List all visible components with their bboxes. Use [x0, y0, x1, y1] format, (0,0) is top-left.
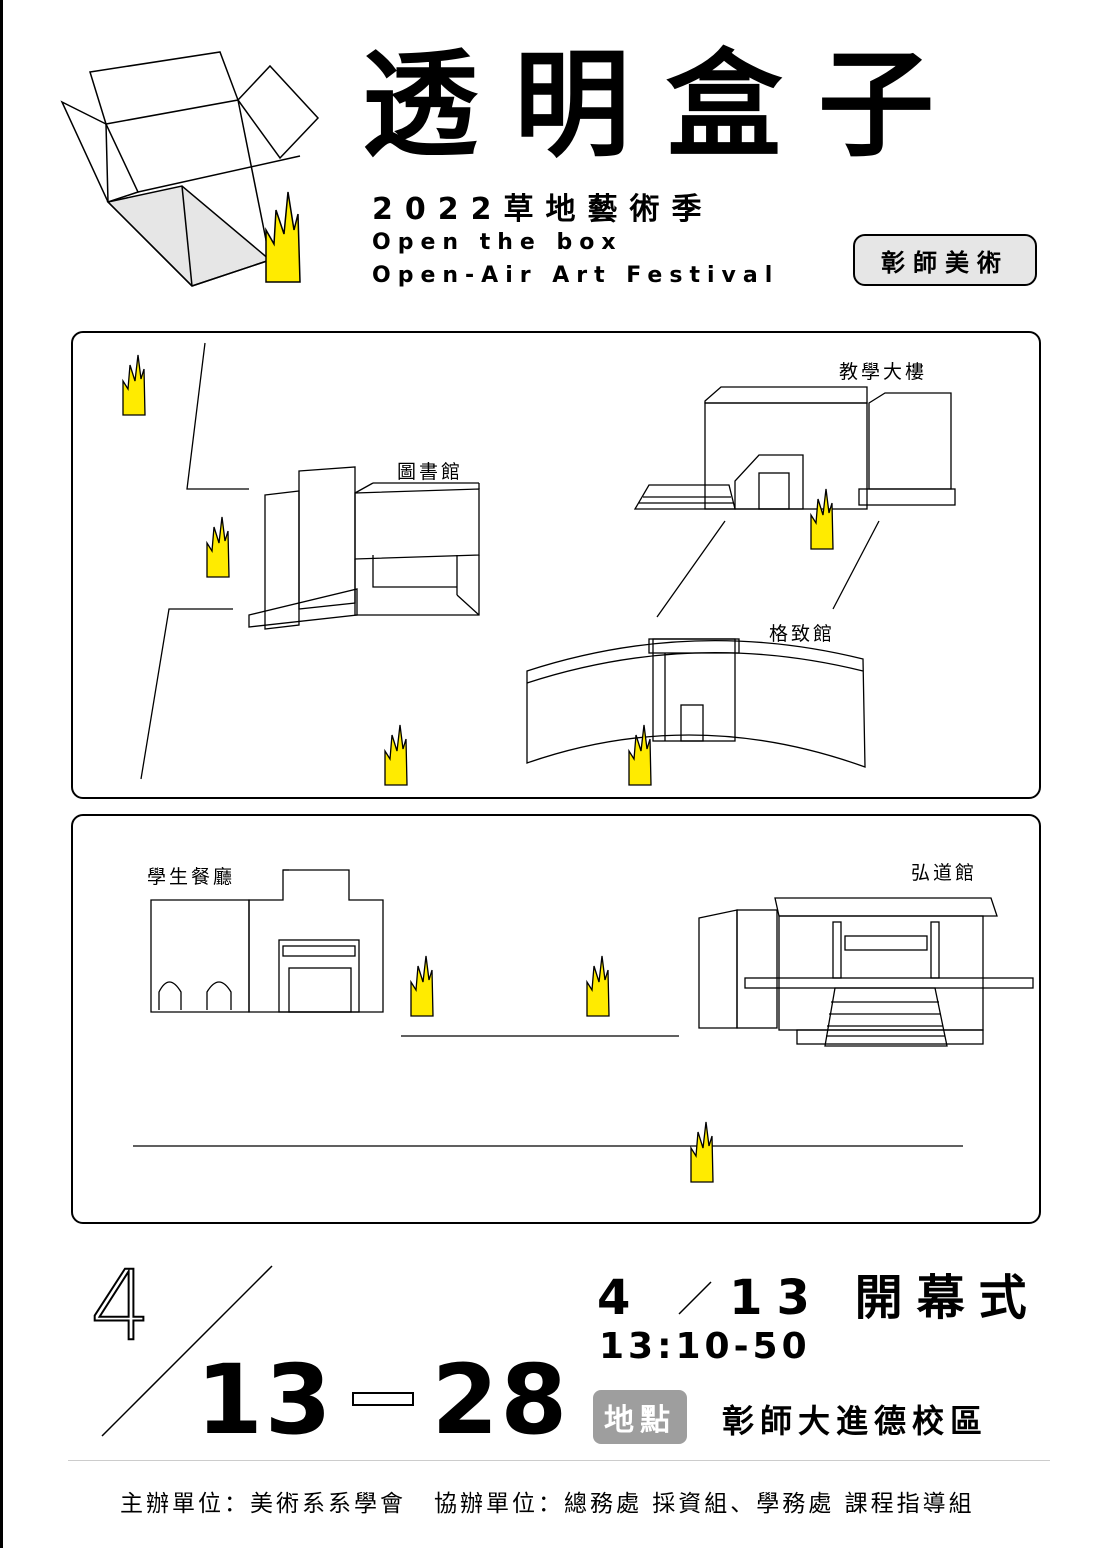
festival-subtitle: 2022草地藝術季	[372, 192, 714, 227]
library-building-drawing	[248, 466, 480, 630]
map-label-hongdao-hall: 弘道館	[911, 862, 978, 884]
grass-tuft-icon	[206, 516, 230, 578]
grass-tuft-icon	[628, 724, 652, 786]
venue-badge: 地點	[593, 1390, 687, 1444]
gezhi-hall-drawing	[526, 638, 866, 768]
campus-map-panel-top: 圖書館 教學大樓 格致館	[71, 331, 1041, 799]
page-left-border	[0, 0, 3, 1548]
grass-tuft-icon	[690, 1121, 714, 1183]
open-box-icon	[60, 51, 320, 287]
hongdao-hall-drawing	[698, 897, 1034, 1047]
opening-ceremony-date: 4 13 開幕式	[597, 1258, 1041, 1328]
map-label-student-cafeteria: 學生餐廳	[147, 866, 236, 888]
map-label-library: 圖書館	[397, 461, 464, 483]
opening-month: 4	[597, 1270, 645, 1326]
date-slash-icon	[678, 1281, 712, 1315]
english-title-line1: Open the box	[372, 230, 623, 255]
student-cafeteria-drawing	[150, 869, 384, 1013]
teaching-building-drawing	[633, 386, 956, 510]
co-organizer: 協辦單位：總務處 採資組、學務處 課程指導組	[434, 1491, 975, 1517]
opening-time: 13:10-50	[599, 1326, 811, 1367]
campus-map-panel-bottom: 學生餐廳 弘道館	[71, 814, 1041, 1224]
date-start-day: 13	[196, 1344, 334, 1456]
range-dash	[351, 1391, 414, 1406]
department-badge: 彰師美術	[853, 234, 1037, 286]
map-label-gezhi-hall: 格致館	[769, 623, 836, 645]
grass-tuft-icon	[265, 191, 301, 283]
map-label-teaching-building: 教學大樓	[839, 361, 928, 383]
date-month: 4	[89, 1250, 152, 1362]
venue-name: 彰師大進德校區	[722, 1402, 989, 1440]
grass-tuft-icon	[410, 955, 434, 1017]
grass-tuft-icon	[586, 955, 610, 1017]
footer-organizers: 主辦單位：美術系系學會 協辦單位：總務處 採資組、學務處 課程指導組	[120, 1484, 975, 1518]
grass-tuft-icon	[122, 354, 146, 416]
footer-divider	[68, 1460, 1050, 1461]
grass-tuft-icon	[810, 488, 834, 550]
grass-tuft-icon	[384, 724, 408, 786]
date-end-day: 28	[431, 1344, 570, 1456]
organizer: 主辦單位：美術系系學會	[120, 1491, 406, 1517]
opening-label: 開幕式	[854, 1270, 1041, 1326]
english-title-line2: Open-Air Art Festival	[372, 263, 780, 288]
opening-day: 13	[729, 1270, 824, 1326]
festival-title: 透明盒子	[362, 38, 970, 173]
